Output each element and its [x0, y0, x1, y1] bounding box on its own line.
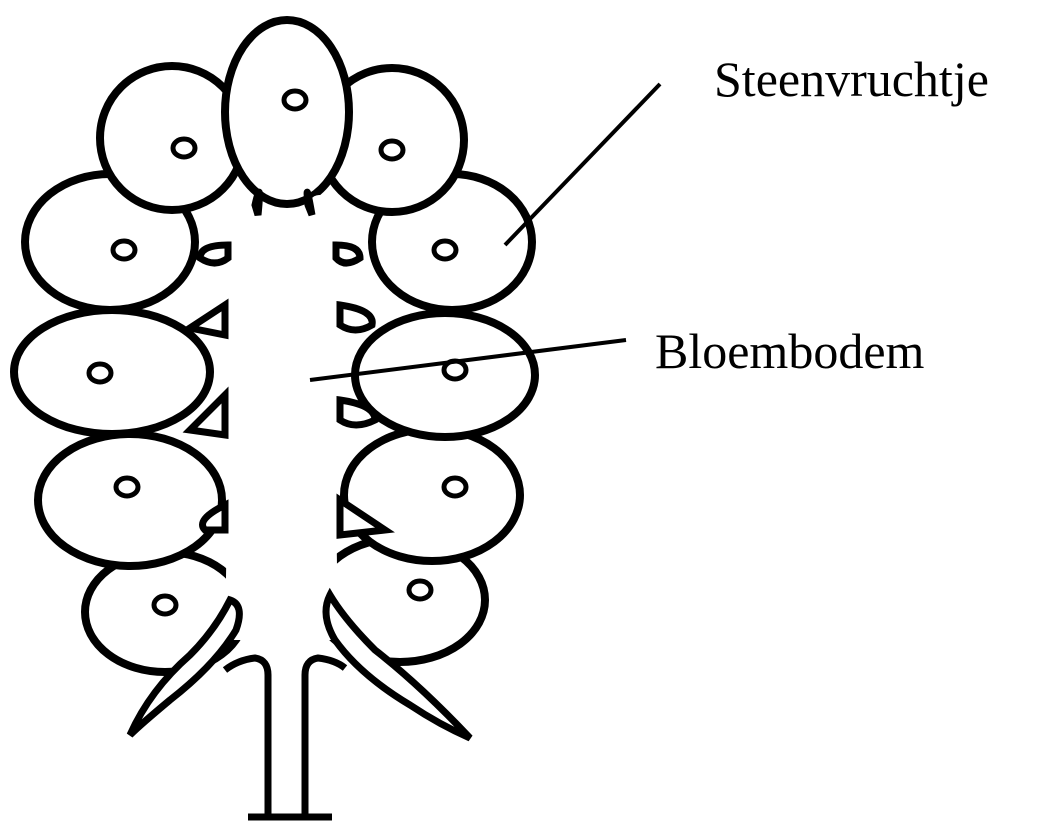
seed: [151, 593, 179, 617]
drupelet-base-notch: [251, 188, 263, 217]
drupelet-base-notch: [336, 300, 376, 334]
seed: [378, 138, 406, 162]
drupelet-base-notch: [180, 298, 229, 340]
drupelet-base-notch: [303, 188, 316, 217]
drupelet: [340, 425, 524, 565]
stalk: [222, 654, 348, 821]
right-bract: [322, 587, 473, 742]
drupelet-base-notch: [336, 395, 379, 429]
drupelet-label: Steenvruchtje: [714, 51, 989, 107]
receptacle: [225, 195, 338, 640]
seed: [406, 578, 434, 602]
receptacle-leader-line: [309, 338, 627, 382]
seed: [281, 88, 309, 112]
seed: [86, 361, 114, 385]
seed: [431, 238, 459, 262]
drupelet-base-notch: [182, 386, 229, 440]
seed: [113, 475, 141, 499]
drupelet: [221, 16, 353, 208]
drupelet-base-notch: [196, 241, 232, 267]
seed: [170, 136, 198, 160]
receptacle-label: Bloembodem: [655, 323, 925, 379]
drupelet: [34, 430, 226, 570]
left-bract: [126, 595, 243, 738]
seed: [110, 238, 138, 262]
drupelet: [96, 62, 248, 214]
drupelet-leader-line: [503, 82, 662, 247]
seed: [441, 475, 469, 499]
drupelet-base-notch: [332, 241, 364, 267]
drupelet-base-notch: [199, 499, 229, 534]
drupelet-base-notch: [336, 493, 395, 539]
